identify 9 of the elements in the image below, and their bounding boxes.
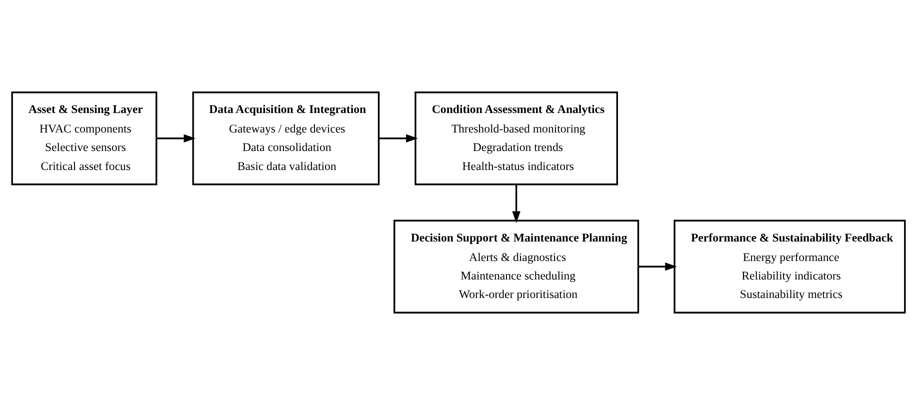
arrow — [512, 184, 520, 224]
node-box: Performance & Sustainability Feedback Energy performance Reliability indicators Sustainability metrics — [674, 220, 906, 314]
arrow — [638, 262, 677, 271]
arrow — [156, 134, 196, 143]
node-box: Data Acquisition & Integration Gateways / edge devices Data consolidation Basic data validation — [192, 92, 380, 186]
node-box: Asset & Sensing Layer HVAC components Selective sensors Critical asset focus — [11, 92, 158, 186]
node-box: Decision Support & Maintenance Planning Alerts & diagnostics Maintenance scheduling Work-order prioritisation — [394, 220, 640, 314]
node-box: Condition Assessment & Analytics Threshold-based monitoring Degradation trends Health-status indicators — [414, 92, 618, 186]
arrow — [378, 134, 418, 143]
